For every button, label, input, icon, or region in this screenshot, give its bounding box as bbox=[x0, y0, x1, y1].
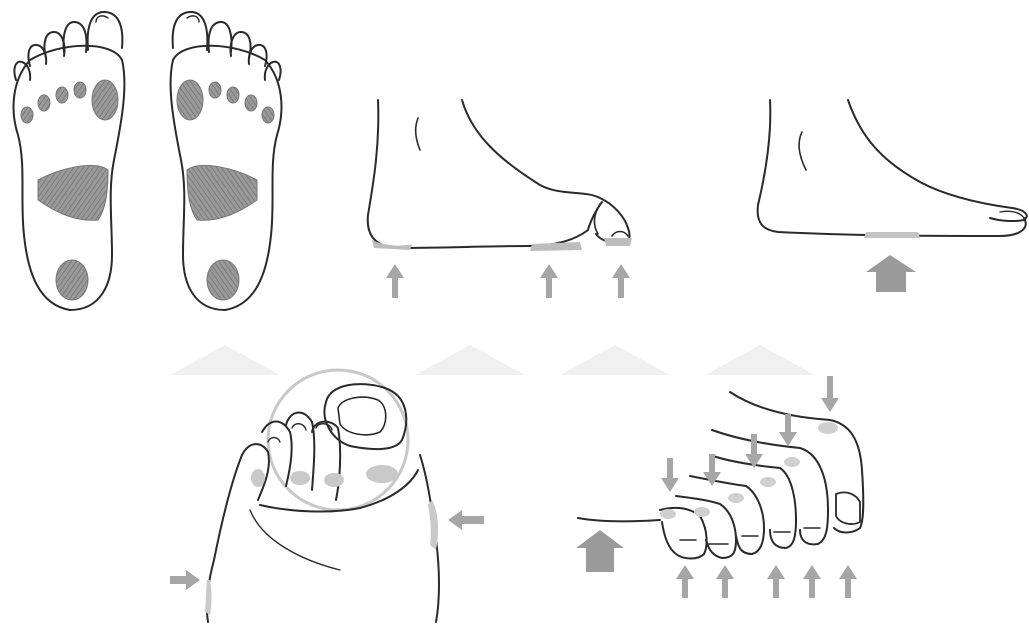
panel-flat-side bbox=[758, 100, 1027, 292]
panel-toe-top bbox=[170, 370, 484, 622]
down-arrow-icon bbox=[661, 376, 839, 492]
pressure-zone bbox=[56, 260, 88, 300]
panel-claw-side bbox=[368, 100, 632, 298]
big-up-arrow-icon bbox=[576, 530, 624, 572]
panel-toe-side bbox=[576, 376, 863, 598]
pressure-zone bbox=[21, 107, 33, 123]
panel-soles bbox=[14, 12, 282, 310]
pressure-zone bbox=[38, 165, 108, 220]
pressure-zone bbox=[660, 422, 838, 519]
left-sole bbox=[14, 12, 125, 310]
pressure-zone bbox=[74, 82, 86, 98]
up-arrow-icon bbox=[866, 255, 916, 292]
right-sole bbox=[171, 12, 282, 310]
up-arrow-icon bbox=[386, 264, 630, 298]
pressure-zone bbox=[56, 87, 68, 103]
watermark-chevrons bbox=[170, 345, 815, 375]
pressure-zone bbox=[372, 238, 632, 251]
pressure-zone bbox=[864, 232, 920, 238]
up-arrow-icon bbox=[676, 565, 857, 598]
pressure-zone bbox=[38, 95, 50, 111]
pressure-zone bbox=[92, 80, 118, 120]
